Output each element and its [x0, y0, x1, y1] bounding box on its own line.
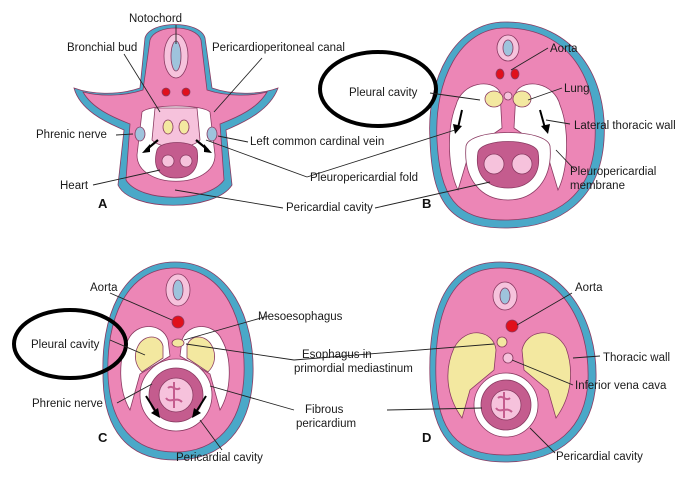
panel-d-figure: [429, 261, 597, 463]
b-heart-lumen-left: [483, 153, 505, 175]
c-lung-right: [186, 336, 216, 373]
b-pleural-highlight-ellipse: [318, 50, 438, 128]
label-fibrous-2: pericardium: [296, 418, 356, 430]
b-arrow-right: [539, 109, 546, 129]
label-phrenic-nerve-c: Phrenic nerve: [32, 398, 103, 410]
a-nerve-left: [134, 126, 146, 142]
panel-b-figure: [429, 21, 605, 229]
label-aorta-b: Aorta: [550, 43, 578, 55]
label-fibrous-1: Fibrous: [305, 404, 344, 416]
label-lateral-thoracic-wall: Lateral thoracic wall: [574, 120, 676, 132]
label-pleuropericardial-fold: Pleuropericardial fold: [310, 172, 418, 184]
a-aorta-left: [161, 87, 171, 97]
label-mesoesophagus: Mesoesophagus: [258, 311, 343, 323]
label-pleuropericardial-membrane-1: Pleuropericardial: [570, 166, 656, 178]
d-ivc: [502, 352, 514, 364]
panel-c-figure: [102, 261, 254, 461]
a-aorta-right: [181, 87, 191, 97]
label-phrenic-nerve-a: Phrenic nerve: [36, 129, 107, 141]
label-thoracic-wall: Thoracic wall: [603, 352, 670, 364]
d-lung-right: [521, 332, 571, 419]
b-heart-lumen-right: [511, 153, 533, 175]
a-notochord-shape: [170, 40, 182, 72]
label-esophagus-1: Esophagus in: [302, 349, 372, 361]
b-heart: [476, 141, 540, 189]
a-heart-lumen-right: [179, 154, 193, 168]
label-inferior-vena-cava: Inferior vena cava: [575, 380, 667, 392]
a-bud-left: [162, 119, 174, 135]
b-lung-left: [484, 90, 504, 108]
b-arrow-right-head: [541, 124, 550, 134]
label-pleural-cavity-c: Pleural cavity: [31, 339, 100, 351]
label-bronchial-bud: Bronchial bud: [67, 42, 137, 54]
panel-letter-c: C: [98, 430, 108, 445]
d-notochord: [499, 287, 511, 305]
b-lung-right: [512, 90, 532, 108]
d-esophagus: [496, 336, 508, 348]
label-aorta-c: Aorta: [90, 282, 118, 294]
label-pleuropericardial-membrane-2: membrane: [570, 180, 625, 192]
c-notochord: [172, 279, 184, 301]
b-arrow-left: [457, 109, 463, 129]
label-notochord: Notochord: [129, 13, 182, 25]
c-arrow-right-head: [192, 408, 201, 418]
b-notochord: [502, 39, 514, 57]
label-lung: Lung: [564, 83, 590, 95]
label-pericardial-cavity-d: Pericardial cavity: [556, 451, 643, 463]
c-arrow-right: [195, 395, 207, 413]
label-esophagus-2: primordial mediastinum: [294, 363, 413, 375]
b-aorta-left: [495, 68, 505, 80]
label-pleural-cavity-b: Pleural cavity: [349, 87, 418, 99]
c-arrow-left: [145, 395, 157, 413]
label-pericardioperitoneal-canal: Pericardioperitoneal canal: [212, 42, 345, 54]
b-arrow-left-head: [453, 124, 462, 134]
a-arrow-right-head: [204, 144, 212, 153]
a-bud-right: [178, 119, 190, 135]
c-heart-lumen: [158, 377, 194, 413]
panel-letter-b: B: [422, 196, 431, 211]
b-esophagus: [503, 91, 513, 101]
a-arrow-left-head: [142, 144, 150, 153]
c-arrow-left-head: [151, 408, 160, 418]
label-aorta-d: Aorta: [575, 282, 603, 294]
a-central-mesoderm: [151, 107, 201, 148]
panel-a-figure: [73, 24, 279, 206]
d-lung-left: [447, 332, 497, 419]
c-aorta-shape: [171, 315, 185, 329]
d-aorta-shape: [505, 319, 519, 333]
a-heart-lumen-left: [161, 154, 175, 168]
panel-letter-a: A: [98, 196, 108, 211]
label-left-common-cardinal-vein: Left common cardinal vein: [250, 136, 384, 148]
c-heart-folds: [165, 382, 183, 408]
label-pericardial-cavity-c: Pericardial cavity: [176, 452, 263, 464]
a-nerve-right: [206, 126, 218, 142]
panel-letter-d: D: [422, 430, 431, 445]
leader-lines: [92, 25, 601, 454]
b-aorta-right: [510, 68, 520, 80]
d-heart-lumen: [490, 389, 522, 421]
c-esophagus-shape: [171, 338, 185, 348]
c-pleural-highlight-ellipse: [12, 308, 128, 380]
c-lung-left: [134, 336, 164, 373]
label-heart: Heart: [60, 180, 89, 192]
d-heart-folds: [495, 392, 513, 418]
label-pericardial-cavity-a: Pericardial cavity: [286, 202, 373, 214]
